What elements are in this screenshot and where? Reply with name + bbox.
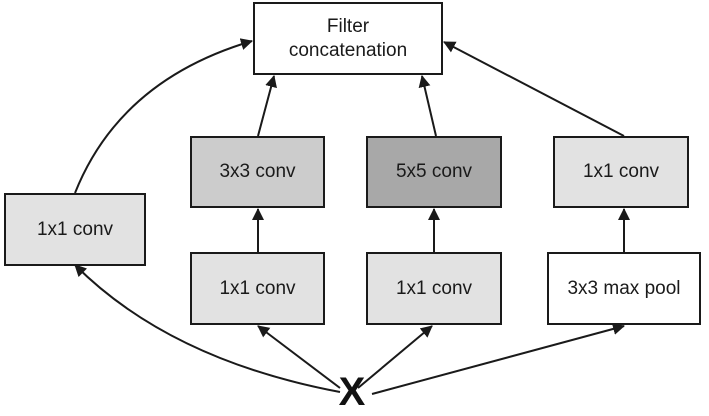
edge-x-to-conv1-b bbox=[257, 325, 341, 389]
conv-1x1-reduce-3x3-box: 1x1 conv bbox=[190, 252, 325, 325]
edge-x-to-conv1-c bbox=[357, 325, 433, 389]
edge-conv5-to-concat bbox=[418, 75, 437, 137]
edge-conv1-a-to-concat bbox=[74, 38, 253, 194]
conv-1x1-reduce-5x5-box: 1x1 conv bbox=[366, 252, 502, 325]
conv-1x1-branch-a-box: 1x1 conv bbox=[4, 193, 146, 266]
conv-5x5-box: 5x5 conv bbox=[366, 136, 502, 208]
max-pool-3x3-box: 3x3 max pool bbox=[547, 252, 701, 325]
edge-conv1-d-to-concat bbox=[443, 41, 625, 137]
input-x-label: X bbox=[338, 369, 366, 414]
edge-conv3-to-concat bbox=[257, 75, 277, 137]
conv-3x3-box: 3x3 conv bbox=[190, 136, 325, 208]
edge-x-to-conv1-a bbox=[74, 264, 341, 393]
conv-1x1-after-pool-box: 1x1 conv bbox=[553, 136, 689, 208]
edge-x-to-maxpool bbox=[371, 323, 625, 395]
filter-concatenation-box: Filter concatenation bbox=[253, 2, 443, 75]
